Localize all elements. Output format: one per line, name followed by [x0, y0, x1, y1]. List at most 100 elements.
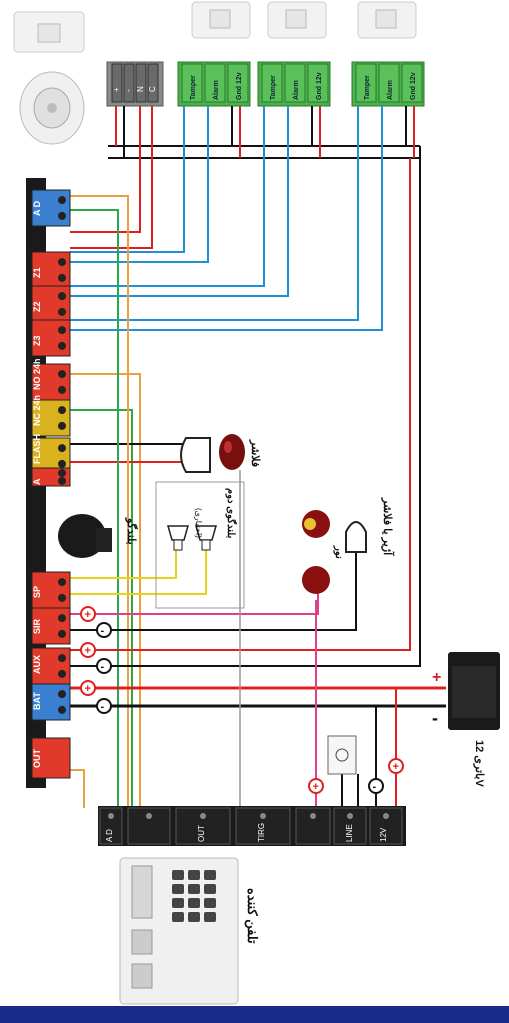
- second-speakers-box: [155, 481, 245, 609]
- terminal-screw: [58, 326, 66, 335]
- sensor-pin: [227, 63, 249, 103]
- panel-terminal-label: Z3: [32, 335, 42, 346]
- pir-sensor-icon: [267, 1, 327, 39]
- wire: [70, 409, 133, 808]
- panel-terminal-label: SP: [32, 586, 42, 598]
- panel-terminal: [31, 189, 71, 227]
- minus-sign: -: [432, 708, 438, 728]
- plus-sign: +: [432, 669, 441, 686]
- wire: [70, 106, 209, 263]
- polarity-glyph: -: [101, 701, 105, 713]
- sensor-pin-label: Alarm: [213, 80, 220, 100]
- sensor-pin-label: Alarm: [293, 80, 300, 100]
- panel-terminal-label: NC 24h: [32, 395, 42, 426]
- terminal-screw: [58, 578, 66, 587]
- dialer-label: تلفن کننده: [244, 888, 260, 944]
- sensor-pin: [204, 63, 226, 103]
- terminal-screw: [58, 292, 66, 301]
- wire: [70, 106, 185, 253]
- terminal-screw: [58, 258, 66, 267]
- terminal-screw: [58, 614, 66, 623]
- panel-terminal-label: A: [32, 478, 42, 485]
- keypad-key: [188, 912, 200, 922]
- panel-terminal-label: OUT: [32, 749, 42, 769]
- terminal-screw: [58, 705, 66, 714]
- light-label: نور: [333, 545, 344, 559]
- polarity-glyph: -: [101, 661, 105, 673]
- terminal-screw: [58, 690, 66, 699]
- sensor-pin: [181, 63, 203, 103]
- siren-icon: [58, 514, 112, 558]
- wire: [70, 550, 177, 579]
- polarity-glyph: -: [373, 781, 377, 793]
- dialer-terminal-label: LINE: [345, 824, 354, 842]
- smoke-pin: [123, 63, 135, 103]
- dialer-terminal: [99, 807, 123, 845]
- sensor-pin-label: Tamper: [364, 75, 371, 100]
- smoke-pin-label: C: [148, 86, 157, 92]
- dialer-terminal-label: OUT: [197, 825, 206, 842]
- terminal-screw: [58, 421, 66, 430]
- wire: [70, 158, 411, 651]
- terminal-screw: [58, 385, 66, 394]
- minus-marker: [368, 778, 384, 794]
- wire: [70, 550, 207, 595]
- smoke-pin: [135, 63, 147, 103]
- terminal-screw: [58, 341, 66, 350]
- terminal-screw: [383, 813, 389, 819]
- wire: [70, 769, 85, 808]
- polarity-glyph: +: [85, 609, 91, 621]
- terminal-screw: [58, 459, 66, 468]
- terminal-screw: [58, 211, 66, 220]
- polarity-glyph: +: [85, 645, 91, 657]
- sensor-pin: [401, 63, 423, 103]
- panel-terminal-label: Z2: [32, 301, 42, 312]
- wire: [70, 592, 319, 615]
- wire: [70, 106, 359, 321]
- wire: [70, 552, 357, 631]
- terminal-screw: [58, 629, 66, 638]
- pir-sensor-icon: [191, 1, 251, 39]
- plus-marker: [80, 606, 96, 622]
- wire: [70, 106, 383, 331]
- wire: [70, 195, 129, 808]
- wire: [70, 106, 141, 233]
- siren-label: بلندگو: [125, 517, 139, 545]
- panel-terminal-label: SIR: [32, 618, 42, 634]
- keypad-key: [204, 898, 216, 908]
- plus-marker: [308, 778, 324, 794]
- sensor-pin-label: Tamper: [270, 75, 277, 100]
- panel-terminal-label: Z1: [32, 267, 42, 278]
- dialer-terminal-label: TIRG: [257, 823, 266, 842]
- pir-sensor-icon: [13, 11, 85, 53]
- sensor-pin-label: Tamper: [190, 75, 197, 100]
- panel-terminal-label: FLASH: [32, 434, 42, 464]
- smoke-pin: [147, 63, 159, 103]
- plus-marker: [80, 642, 96, 658]
- terminal-screw: [108, 813, 114, 819]
- terminal-screw: [58, 476, 66, 485]
- plus-marker: [80, 680, 96, 696]
- minus-marker: [96, 698, 112, 714]
- dialer-terminal-label: 12V: [379, 827, 388, 842]
- keypad-key: [188, 884, 200, 894]
- sensor-pin: [378, 63, 400, 103]
- panel-terminal-label: A D: [32, 200, 42, 216]
- keypad-key: [204, 884, 216, 894]
- panel-terminal: [31, 607, 71, 645]
- polarity-glyph: +: [393, 761, 399, 773]
- sensor-pin-label: Gnd 12v: [316, 72, 323, 100]
- terminal-screw: [58, 307, 66, 316]
- panel-terminal: [31, 285, 71, 323]
- sensor-pin: [307, 63, 329, 103]
- wire: [70, 106, 289, 297]
- panel-terminal: [31, 399, 71, 437]
- panel-terminal: [31, 251, 71, 289]
- panel-terminal: [31, 683, 71, 721]
- terminal-screw: [310, 813, 316, 819]
- terminal-screw: [58, 370, 66, 379]
